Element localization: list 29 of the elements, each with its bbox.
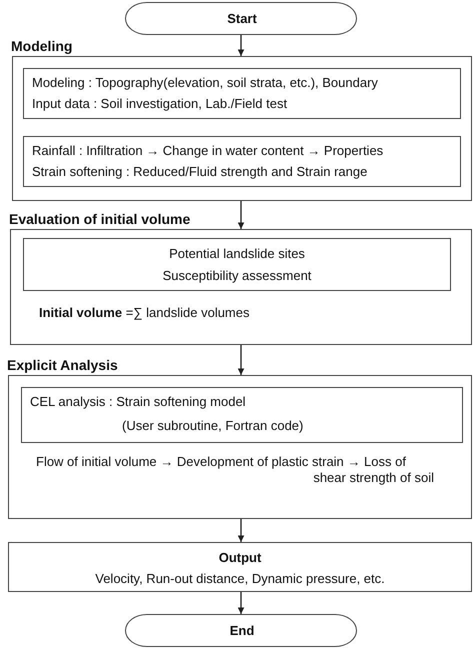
box-text: Velocity, Run-out distance, Dynamic pressure, etc.	[94, 571, 386, 587]
section-heading: Explicit Analysis	[7, 357, 118, 373]
section-heading: Modeling	[11, 38, 72, 54]
arrow	[238, 345, 244, 375]
box-text: Susceptibility assessment	[162, 268, 312, 284]
terminal-box	[125, 2, 357, 35]
box-text: Potential landslide sites	[168, 246, 306, 262]
process-box	[23, 136, 461, 187]
arrow	[238, 592, 244, 614]
box-text: Strain softening : Reduced/Fluid strength and Strain range	[32, 164, 368, 180]
box-title: Output	[218, 550, 262, 566]
box-text: Input data : Soil investigation, Lab./Field test	[32, 96, 288, 112]
box-title: End	[228, 623, 256, 639]
section-heading: Evaluation of initial volume	[9, 211, 190, 227]
process-box	[23, 238, 451, 291]
process-box	[21, 387, 463, 443]
box-text: Rainfall : Infiltration → Change in water content → Properties	[32, 143, 384, 159]
process-box	[23, 68, 461, 119]
arrow	[238, 35, 244, 56]
box-text: Flow of initial volume → Development of plastic strain → Loss of shear strength of soil	[36, 454, 434, 486]
box-text: CEL analysis : Strain softening model	[30, 394, 247, 410]
box-text: (User subroutine, Fortran code)	[122, 418, 304, 434]
arrow	[238, 201, 244, 229]
box-title: Start	[226, 11, 258, 27]
terminal-box	[125, 614, 357, 647]
arrow	[238, 519, 244, 542]
process-box	[8, 542, 472, 592]
box-text: Modeling : Topography(elevation, soil strata, etc.), Boundary	[32, 75, 379, 91]
box-text: Initial volume =∑ landslide volumes	[39, 305, 250, 321]
